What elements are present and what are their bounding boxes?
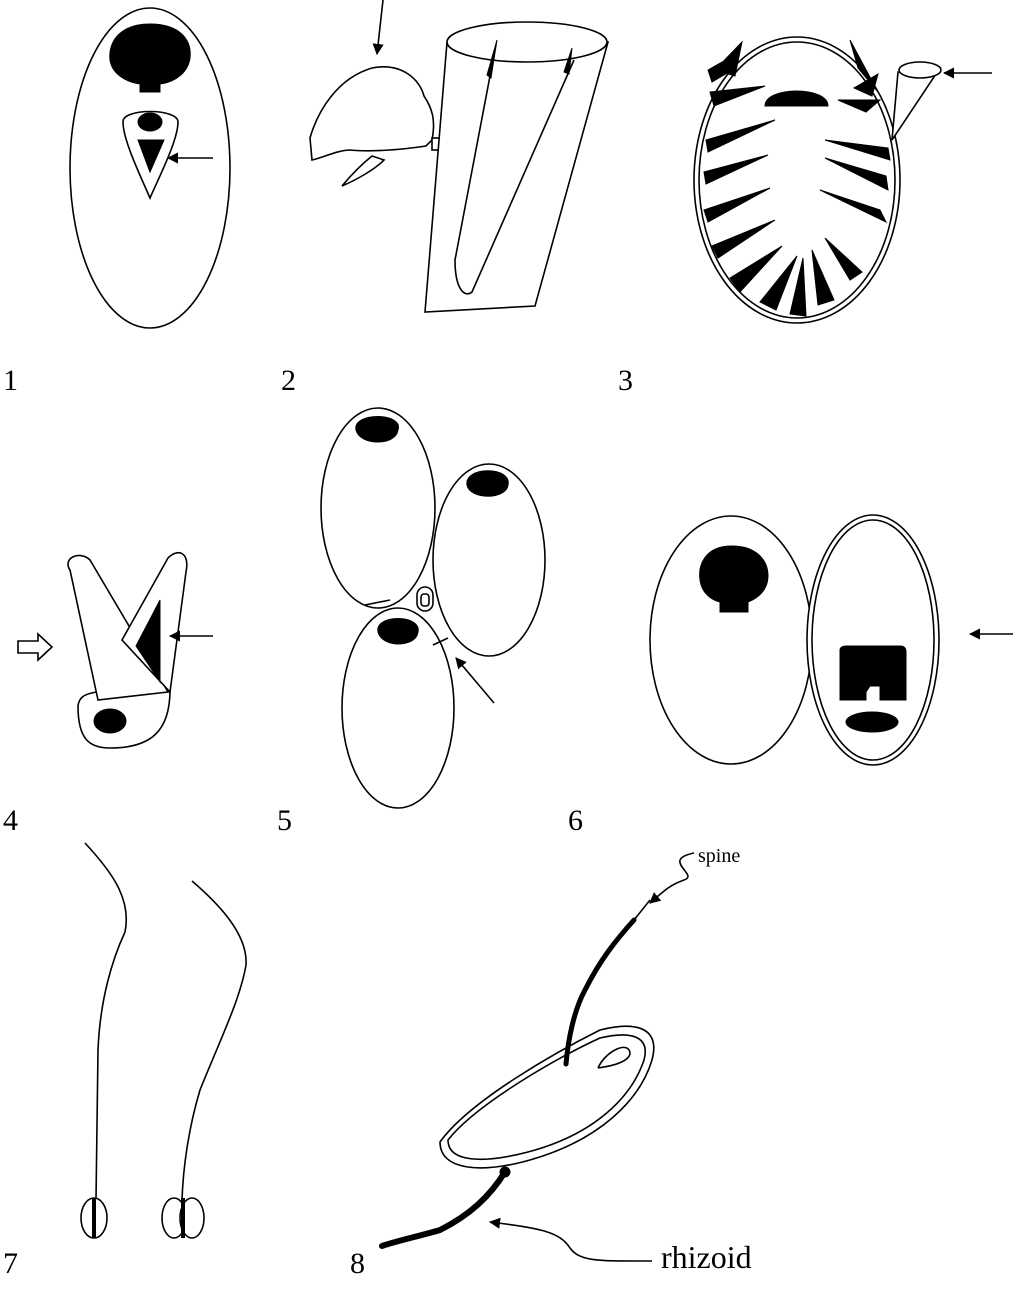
hood-structure [310, 67, 434, 160]
panel-label-3: 3 [618, 364, 633, 397]
rhizoid [382, 1172, 505, 1246]
hood-flap [342, 156, 384, 186]
panel-label-1: 1 [3, 364, 18, 397]
panel-label-4: 4 [3, 804, 18, 837]
arrow [377, 0, 383, 54]
open-arrow [18, 634, 52, 660]
panel-label-5: 5 [277, 804, 292, 837]
cup-body [94, 709, 126, 733]
flagellum-left [85, 843, 126, 1200]
cone-body [425, 42, 608, 312]
cone-rim [447, 22, 607, 62]
nucleus-bottom [378, 619, 418, 645]
small-body [417, 587, 433, 611]
cyst-lower [846, 712, 898, 732]
panel-label-2: 2 [281, 364, 296, 397]
panel-3 [694, 37, 992, 323]
panel-label-6: 6 [568, 804, 583, 837]
panel-8 [382, 853, 694, 1261]
panel-label-8: 8 [350, 1247, 365, 1280]
spine-pointer [650, 853, 694, 903]
panel-5 [321, 408, 545, 808]
lateral-funnel [892, 68, 940, 140]
rhizoid-base [500, 1167, 510, 1177]
spine-label: spine [698, 845, 740, 867]
funnel-rim [899, 62, 941, 78]
panel-4 [18, 553, 213, 748]
spine-tip [634, 900, 650, 920]
nucleus-right [467, 471, 508, 497]
nucleus-top-left [356, 417, 399, 443]
flagellum-right [182, 881, 246, 1200]
rhizoid-pointer [490, 1222, 652, 1261]
inner-body [138, 113, 162, 131]
panel-label-7: 7 [3, 1247, 18, 1280]
arrow [456, 658, 494, 703]
panel-7 [81, 843, 246, 1238]
panel-1 [70, 8, 230, 328]
panel-2 [310, 0, 608, 312]
panel-6 [650, 515, 1013, 765]
rhizoid-label: rhizoid [661, 1239, 752, 1275]
